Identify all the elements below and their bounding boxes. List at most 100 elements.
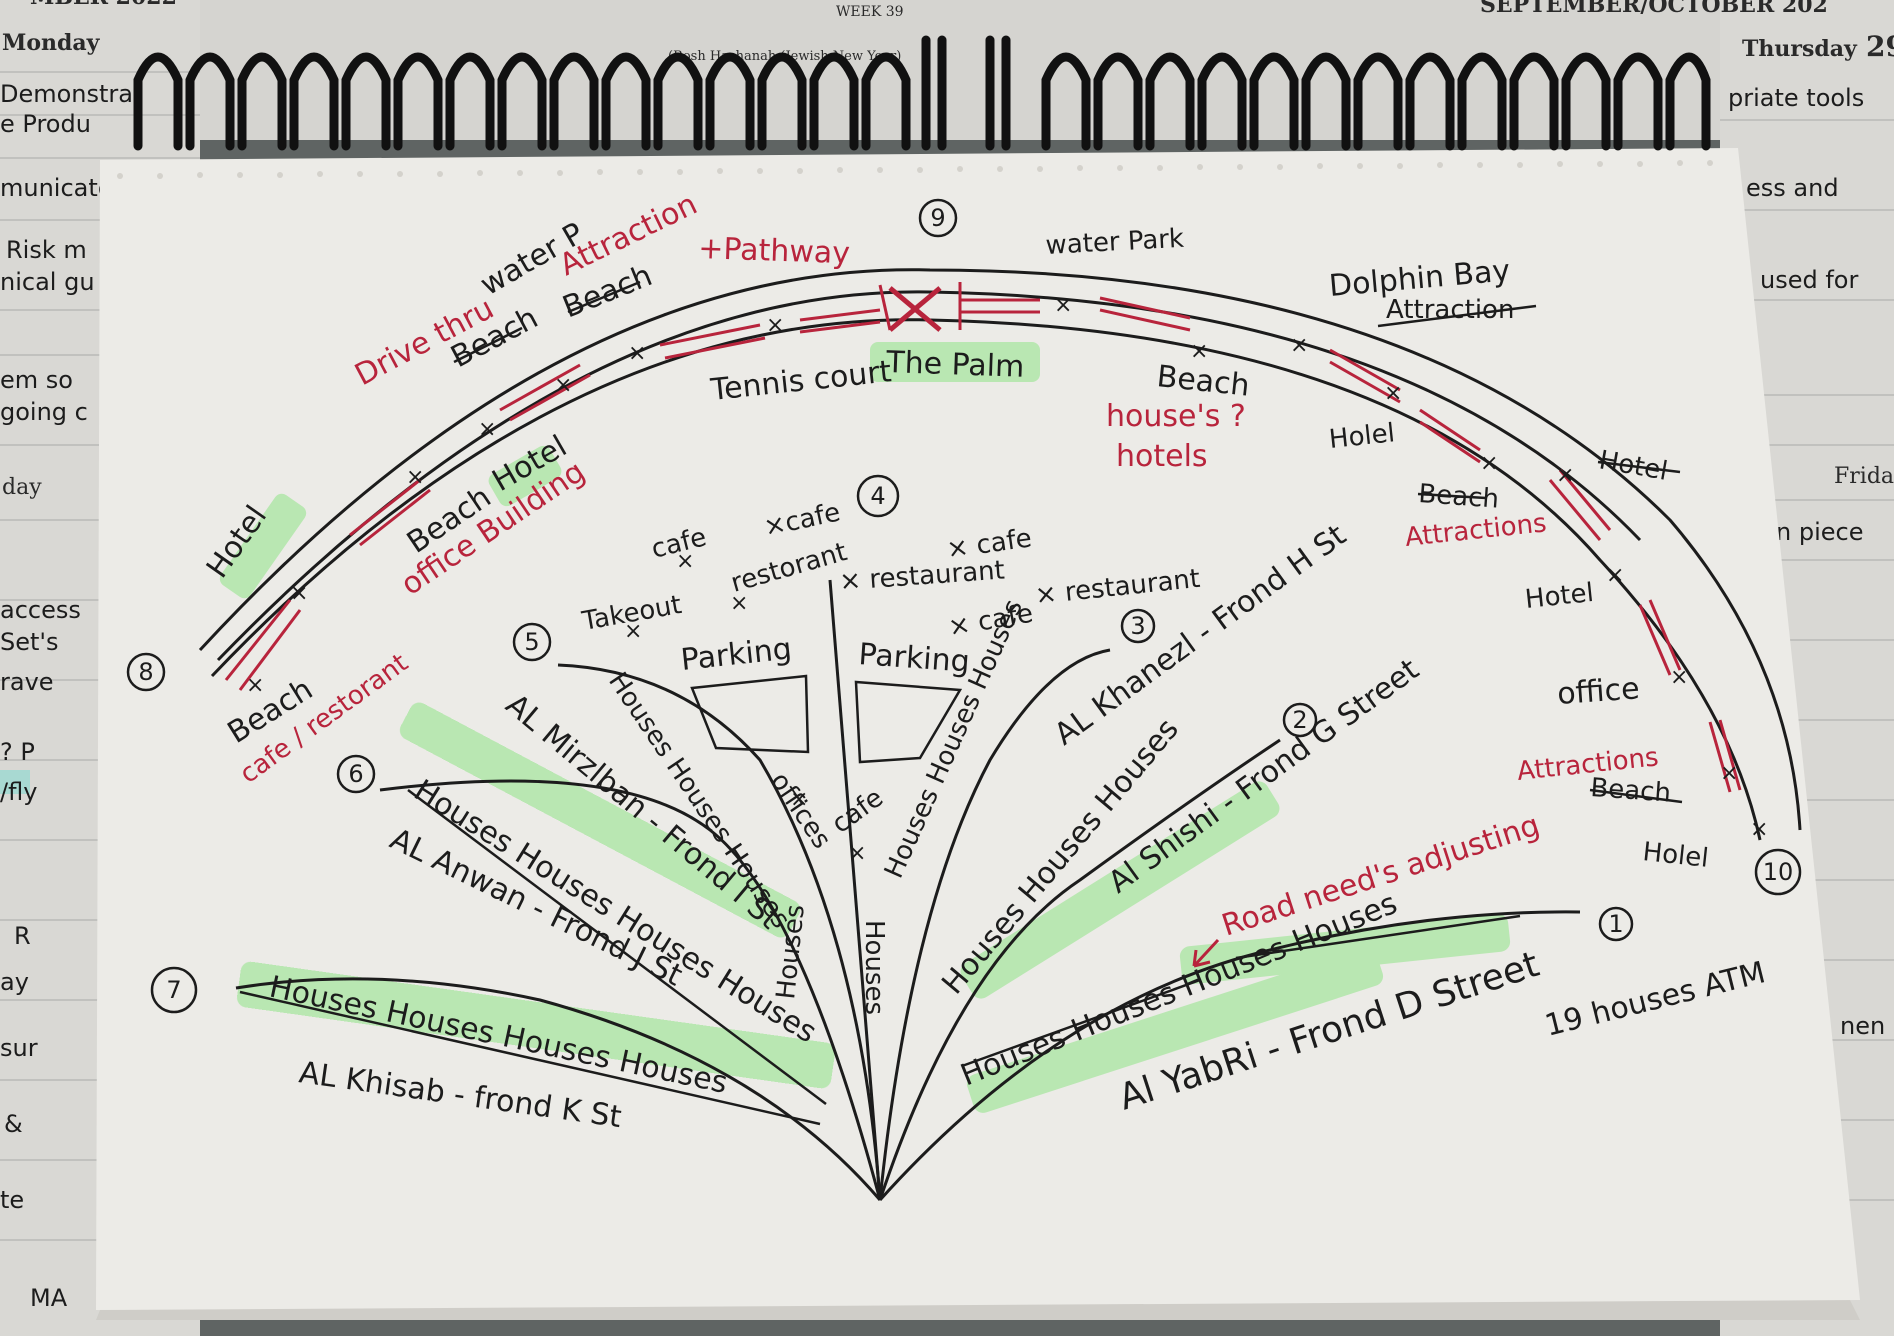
strikethrough-lines (239, 280, 1683, 1126)
frond-number: 10 (1763, 858, 1794, 886)
frond-number: 2 (1292, 706, 1307, 734)
palm-label: The Palm (885, 345, 1025, 385)
planner-note: /fly (0, 778, 37, 806)
svg-text:×: × (290, 581, 308, 606)
planner-note: ? P (0, 738, 35, 766)
number-circle (856, 474, 900, 518)
red-roads (224, 282, 1742, 793)
label-parking-2: Parking (857, 637, 970, 680)
number-circle (150, 966, 198, 1014)
svg-text:×: × (478, 417, 496, 442)
svg-text:×: × (246, 673, 264, 698)
label-dolphin-attraction: Attraction (1386, 295, 1514, 325)
frond-number: 9 (930, 204, 945, 232)
svg-text:×: × (1480, 451, 1498, 476)
sketch-pad (96, 148, 1860, 1320)
frond-number: 4 (870, 482, 885, 510)
planner-note: nen (1840, 1012, 1885, 1040)
svg-text:×: × (624, 619, 642, 644)
label-holel-2: Holel (1641, 837, 1710, 874)
number-circle (1598, 906, 1634, 942)
label-hotel-3: Hotel (1524, 578, 1596, 615)
number-circle (126, 652, 166, 692)
planner-month-left: MBER 2022 (30, 0, 177, 10)
label-holel-1: Holel (1328, 418, 1397, 455)
frond-number: 6 (348, 760, 363, 788)
planner-note: em so (0, 366, 73, 394)
frond-number-markers (126, 198, 1802, 1014)
spiral-binding (133, 35, 1711, 151)
planner-note: municate (0, 174, 113, 202)
planner-note: going c (0, 398, 88, 426)
planner-note: used for (1760, 266, 1858, 294)
svg-text:×: × (554, 373, 572, 398)
planner-note: ess and (1746, 174, 1839, 202)
planner-note: ay (0, 968, 29, 996)
frond-number: 8 (138, 658, 153, 686)
svg-text:×: × (406, 465, 424, 490)
planner-week: WEEK 39 (836, 4, 904, 20)
planner-note: R (14, 922, 31, 950)
label-houses-trunk-right: Houses (859, 920, 889, 1015)
planner-note: e Produ (0, 110, 91, 138)
palm-cross-mark (888, 286, 942, 332)
label-pathway: +Pathway (698, 231, 851, 271)
svg-text:×: × (730, 591, 748, 616)
planner-note: Risk m (6, 236, 87, 264)
planner-note: & (4, 1110, 23, 1138)
svg-text:×: × (1750, 817, 1768, 842)
x-markers: × × × × × × × × × × × × × × × × × × × × × × (246, 293, 1768, 866)
note-arrow-icon (1192, 938, 1220, 968)
frond-number: 5 (524, 628, 539, 656)
planner-note: Demonstra (0, 80, 133, 108)
svg-text:×: × (628, 341, 646, 366)
frond-number: 1 (1608, 910, 1623, 938)
svg-text:×: × (766, 313, 784, 338)
svg-text:×: × (1384, 381, 1402, 406)
planner-note: access (0, 596, 81, 624)
green-highlights (219, 342, 1511, 1113)
svg-text:×: × (1054, 293, 1072, 318)
svg-text:×: × (1556, 463, 1574, 488)
parking-boxes (690, 674, 963, 764)
planner-note: priate tools (1728, 84, 1864, 112)
planner-right-notes: priate tools ess and used for n piece ne… (1728, 84, 1885, 1040)
frond-number: 7 (166, 976, 181, 1004)
planner-month-right: SEPTEMBER/OCTOBER 202 (1480, 0, 1828, 18)
planner-note: Set's (0, 628, 59, 656)
svg-text:×: × (1720, 761, 1738, 786)
number-circle (512, 622, 552, 662)
signature: MA (30, 1284, 68, 1312)
planner-day-left2: day (2, 475, 42, 500)
planner-date-right: 29 (1866, 30, 1894, 63)
svg-text:×: × (676, 549, 694, 574)
svg-text:×: × (1190, 339, 1208, 364)
planner-note: sur (0, 1034, 38, 1062)
label-houses-question: house's ? (1106, 399, 1246, 434)
planner-left-notes: Demonstra e Produ municate Risk m nical … (0, 80, 133, 1214)
svg-text:×: × (1606, 563, 1624, 588)
planner-day-right: Thursday (1742, 36, 1858, 62)
planner-note: rave (0, 668, 54, 696)
number-circle (1754, 848, 1802, 896)
number-circle (1120, 608, 1156, 644)
planner-note: nical gu (0, 268, 95, 296)
label-office-right: office (1556, 671, 1641, 712)
label-water-park: water Park (1045, 224, 1185, 261)
frond-numbers: 1 2 3 4 5 6 7 8 9 10 (138, 204, 1793, 1004)
svg-text:×: × (848, 841, 866, 866)
svg-text:×: × (790, 787, 808, 812)
frond-number: 3 (1130, 612, 1145, 640)
svg-text:×: × (1670, 665, 1688, 690)
planner-day-right2: Frida (1834, 464, 1894, 489)
number-circle (918, 198, 958, 238)
number-circle (1282, 702, 1318, 738)
svg-text:×: × (1290, 333, 1308, 358)
planner-day-left: Monday (2, 30, 101, 56)
crescent-labels: The Palm Drive thru water P Attraction +… (200, 187, 1710, 874)
number-circle (336, 754, 376, 794)
label-hotels-question: hotels (1116, 439, 1208, 474)
planner-note: te (0, 1186, 24, 1214)
planner-note: n piece (1776, 518, 1863, 546)
